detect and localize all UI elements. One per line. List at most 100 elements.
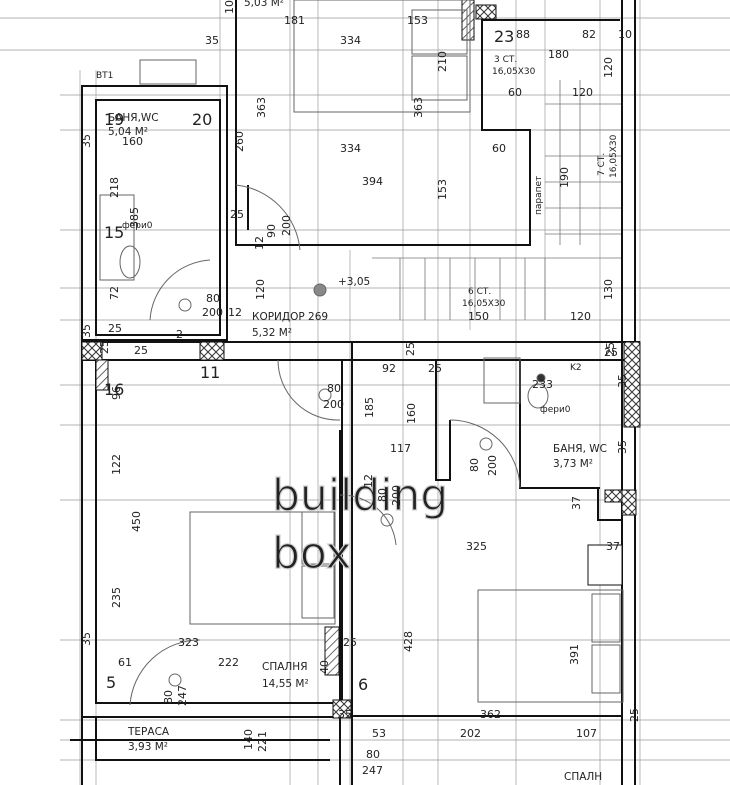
axis-19: 19 <box>104 110 124 129</box>
room-labels: БАНЯ,WC 5,04 M² КОРИДОР 269 5,32 M² БАНЯ… <box>108 0 607 783</box>
dim-61: 61 <box>118 656 132 669</box>
dim-150: 150 <box>468 310 489 323</box>
hatched-wall-blocks <box>81 0 641 719</box>
dim-450: 450 <box>130 511 143 532</box>
dim-160a: 160 <box>122 135 143 148</box>
bath-wc-right-area: 3,73 M² <box>553 458 593 470</box>
dim-391: 391 <box>568 644 581 665</box>
axis-numbers: 19 20 15 16 11 23 5 6 <box>104 27 514 694</box>
dim-221: 221 <box>256 731 269 752</box>
dimension-labels: 103 181 153 88 180 82 10 35 334 210 363 … <box>80 0 641 777</box>
dim-107: 107 <box>576 727 597 740</box>
dim-35g: 35 <box>616 374 629 388</box>
stair-6-size: 16,05X30 <box>462 299 506 309</box>
dim-60b: 60 <box>492 142 506 155</box>
dim-210: 210 <box>436 51 449 72</box>
dim-25j: 25 <box>108 322 122 335</box>
dim-122: 122 <box>110 454 123 475</box>
k2-marker: K2 <box>570 363 582 373</box>
dim-200e: 200 <box>486 455 499 476</box>
dim-80d: 80 <box>468 458 481 472</box>
dim-53: 53 <box>372 727 386 740</box>
dim-185: 185 <box>363 397 376 418</box>
dim-140: 140 <box>242 729 255 750</box>
bath-fixtures <box>99 59 549 409</box>
corridor-name: КОРИДОР 269 <box>252 311 328 323</box>
axis-11: 11 <box>200 363 220 382</box>
dim-103: 103 <box>223 0 236 14</box>
dim-362: 362 <box>480 708 501 721</box>
corridor-area: 5,32 M² <box>252 327 292 339</box>
dim-120a: 120 <box>602 57 615 78</box>
dim-92: 92 <box>382 362 396 375</box>
dim-153: 153 <box>436 179 449 200</box>
stair-labels: 3 СТ. 16,05X30 7 СТ. 16,05X30 6 СТ. 16,0… <box>462 55 619 309</box>
dim-96: 96 <box>110 386 123 400</box>
dim-35d: 35 <box>80 632 93 646</box>
dim-363a: 363 <box>255 97 268 118</box>
dim-10: 10 <box>618 28 632 41</box>
stair-7-size: 16,05X30 <box>609 134 619 178</box>
dim-25a: 25 <box>230 208 244 221</box>
dim-218: 218 <box>108 177 121 198</box>
dim-334a: 334 <box>340 34 361 47</box>
bedroom-name: СПАЛНЯ <box>262 661 308 673</box>
dim-82: 82 <box>582 28 596 41</box>
dim-200b: 200 <box>202 306 223 319</box>
dim-88: 88 <box>516 28 530 41</box>
dim-153: 153 <box>407 14 428 27</box>
walls <box>70 0 640 785</box>
bedroom-bottom-name: СПАЛН <box>564 771 602 783</box>
parapet-label: парапет <box>534 176 544 215</box>
dim-35f: 35 <box>616 440 629 454</box>
dim-37a: 37 <box>570 496 583 510</box>
dim-235: 235 <box>110 587 123 608</box>
dim-80b: 80 <box>327 382 341 395</box>
stair-3-label: 3 СТ. <box>494 55 517 65</box>
stair-7-label: 7 СТ. <box>597 153 607 176</box>
level-marker: +3,05 <box>338 276 370 288</box>
dim-60a: 60 <box>508 86 522 99</box>
dim-120c: 120 <box>254 279 267 300</box>
pipe-marker-1: фери0 <box>122 221 153 231</box>
dim-35e: 35 <box>338 708 352 721</box>
dim-25c: 25 <box>428 362 442 375</box>
dim-233: 233 <box>532 378 553 391</box>
dim-260: 260 <box>233 131 246 152</box>
watermark: building box <box>271 469 448 579</box>
dim-200d: 200 <box>390 485 403 506</box>
dim-80f: 80 <box>366 748 380 761</box>
dim-25i: 25 <box>134 344 148 357</box>
dim-25b: 25 <box>98 340 111 354</box>
axis-16: 16 <box>104 380 124 399</box>
dim-90: 90 <box>265 224 278 238</box>
dim-35c: 35 <box>80 324 93 338</box>
dim-394: 394 <box>362 175 383 188</box>
dim-25e: 25 <box>604 342 617 356</box>
pipe-marker-2: фери0 <box>540 405 571 415</box>
stair-3-size: 16,05X30 <box>492 67 536 77</box>
stair-treads <box>372 80 622 320</box>
dim-323: 323 <box>178 636 199 649</box>
dim-181: 181 <box>284 14 305 27</box>
dim-12: 12 <box>253 236 266 250</box>
dim-25h: 25 <box>604 346 618 359</box>
dim-130: 130 <box>602 279 615 300</box>
dim-247b: 247 <box>362 764 383 777</box>
dim-202: 202 <box>460 727 481 740</box>
dim-200a: 200 <box>280 215 293 236</box>
dim-180: 180 <box>548 48 569 61</box>
axis-15: 15 <box>104 223 124 242</box>
dim-247a: 247 <box>176 685 189 706</box>
dim-80a: 80 <box>206 292 220 305</box>
dim-37b: 37 <box>606 540 620 553</box>
dim-35a: 35 <box>205 34 219 47</box>
dim-40: 40 <box>318 660 331 674</box>
dim-2: 2 <box>176 328 183 341</box>
bedroom-area: 14,55 M² <box>262 678 309 690</box>
axis-5: 5 <box>106 673 116 692</box>
terrace-area: 3,93 M² <box>128 741 168 753</box>
top-partial-area: 5,03 M² <box>244 0 284 9</box>
axis-20: 20 <box>192 110 212 129</box>
